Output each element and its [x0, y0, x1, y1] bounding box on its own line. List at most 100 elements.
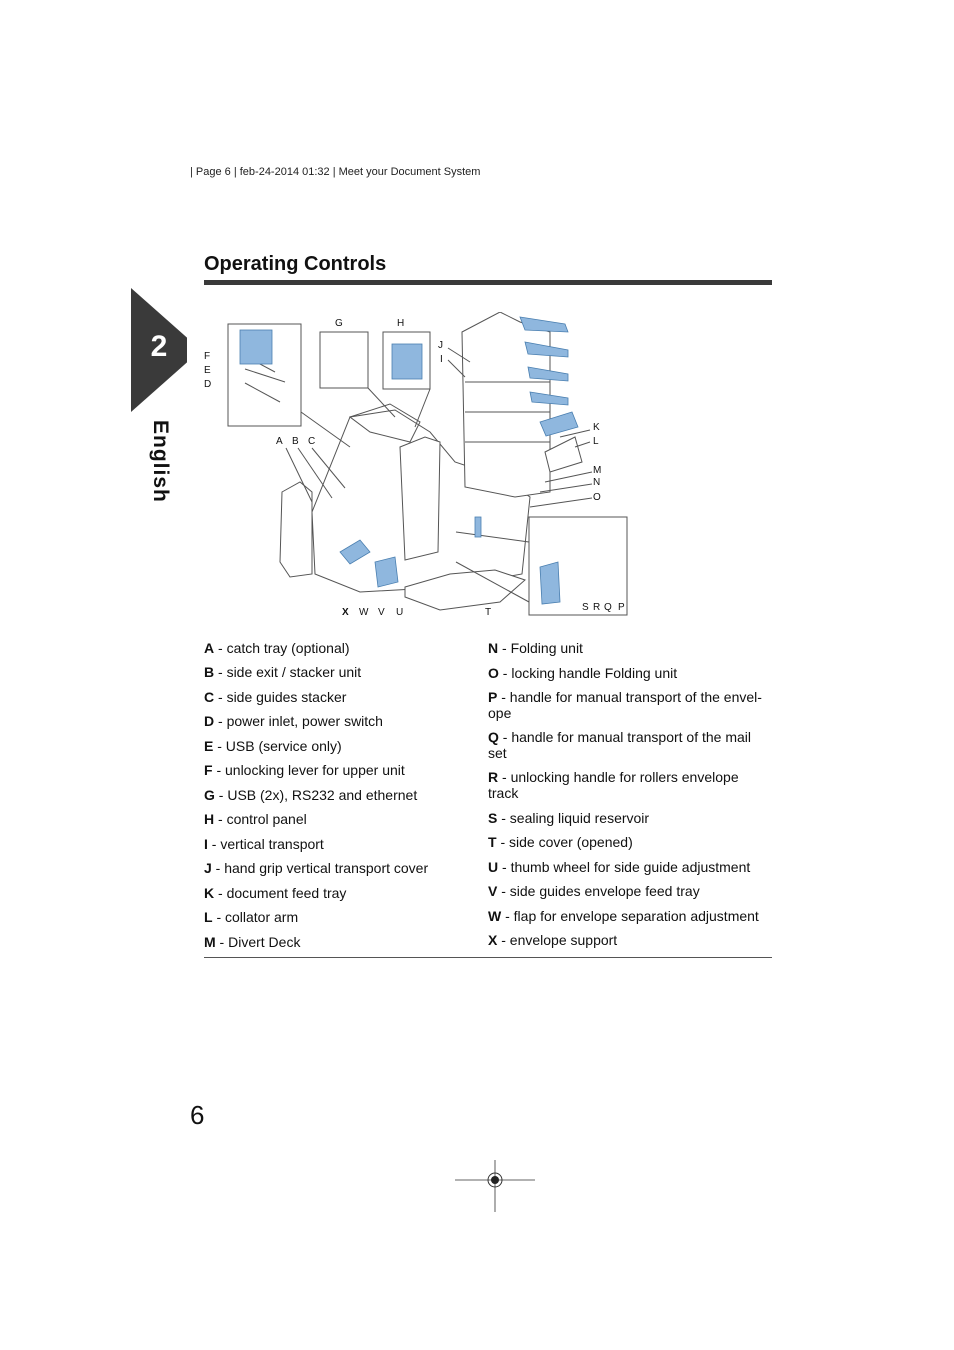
chapter-number: 2	[150, 330, 168, 363]
legend-description: - catch tray (optional)	[214, 640, 350, 656]
legend-letter: Q	[488, 729, 499, 745]
legend-item-f: F - unlocking lever for upper unit	[204, 762, 484, 778]
legend-letter: E	[204, 738, 214, 754]
legend-description: - USB (service only)	[213, 738, 342, 754]
legend-item-j: J - hand grip vertical transport cover	[204, 860, 484, 876]
callout-h: H	[397, 318, 404, 329]
highlight-feed-trays	[519, 316, 579, 437]
legend-description: - envelope support	[497, 932, 618, 948]
legend-item-a: A - catch tray (optional)	[204, 640, 484, 656]
legend-letter: O	[488, 665, 499, 681]
legend-item-t: T - side cover (opened)	[488, 834, 768, 850]
divert-deck	[544, 436, 583, 473]
callout-t: T	[485, 607, 491, 618]
legend-description: - side exit / stacker unit	[214, 664, 362, 680]
vertical-transport-tower	[461, 312, 551, 498]
legend-description: - hand grip vertical transport cover	[211, 860, 429, 876]
catch-tray	[279, 481, 313, 578]
legend-item-g: G - USB (2x), RS232 and ethernet	[204, 787, 484, 803]
legend-letter: U	[488, 859, 499, 875]
legend-item-w: W - flap for envelope separation adjustm…	[488, 908, 768, 924]
legend-item-o: O - locking handle Folding unit	[488, 665, 768, 681]
callout-u: U	[396, 607, 403, 618]
legend-letter: B	[204, 664, 215, 680]
language-label: English	[149, 420, 172, 503]
legend-letter: N	[488, 640, 499, 656]
legend-letter: V	[488, 883, 498, 899]
legend-description: - document feed tray	[214, 885, 347, 901]
legend-item-k: K - document feed tray	[204, 885, 484, 901]
callout-q: Q	[604, 602, 612, 613]
legend-item-u: U - thumb wheel for side guide adjustmen…	[488, 859, 768, 875]
legend-letter: I	[204, 836, 208, 852]
callout-g: G	[335, 318, 343, 329]
callout-k: K	[593, 422, 600, 433]
legend-description: - vertical transport	[207, 836, 324, 852]
bottom-rule	[204, 957, 772, 958]
stacker-column	[399, 436, 441, 561]
legend-description: - side cover (opened)	[496, 834, 633, 850]
highlight-folding-handle	[474, 516, 482, 538]
callout-a: A	[276, 436, 283, 447]
legend-letter: F	[204, 762, 213, 778]
legend-item-d: D - power inlet, power switch	[204, 713, 484, 729]
legend-letter: G	[204, 787, 215, 803]
highlight-envelope-feed	[339, 539, 371, 565]
legend-letter: P	[488, 689, 498, 705]
legend-letter: S	[488, 810, 498, 826]
legend-item-v: V - side guides envelope feed tray	[488, 883, 768, 899]
callout-r: R	[593, 602, 600, 613]
callout-d: D	[204, 379, 211, 390]
legend-item-s: S - sealing liquid reservoir	[488, 810, 768, 826]
legend-description: - power inlet, power switch	[214, 713, 383, 729]
legend-item-c: C - side guides stacker	[204, 689, 484, 705]
legend-description: - Divert Deck	[215, 934, 301, 950]
callout-x: X	[342, 607, 349, 618]
callout-o: O	[593, 492, 601, 503]
legend-letter: H	[204, 811, 215, 827]
callout-e: E	[204, 365, 211, 376]
legend-letter: C	[204, 689, 215, 705]
legend-item-r: R - unlocking handle for rollers envelop…	[488, 769, 768, 801]
legend-description: - unlocking handle for rollers envelope …	[488, 769, 739, 801]
callout-b: B	[292, 436, 299, 447]
legend-letter: A	[204, 640, 215, 656]
inset-connectors	[319, 331, 369, 389]
registration-mark-icon	[455, 1160, 535, 1212]
callout-j: J	[438, 340, 443, 351]
callout-f: F	[204, 351, 210, 362]
legend-item-e: E - USB (service only)	[204, 738, 484, 754]
legend-description: - Folding unit	[498, 640, 583, 656]
legend-description: - flap for envelope separation adjustmen…	[501, 908, 759, 924]
inserter-top	[348, 403, 421, 443]
callout-v: V	[378, 607, 385, 618]
callout-i: I	[440, 354, 443, 365]
callout-n: N	[593, 477, 600, 488]
legend-description: - sealing liquid reservoir	[497, 810, 650, 826]
legend-description: - locking handle Folding unit	[498, 665, 678, 681]
side-cover-panel	[404, 569, 526, 611]
legend-description: - USB (2x), RS232 and ethernet	[214, 787, 418, 803]
legend-item-b: B - side exit / stacker unit	[204, 664, 484, 680]
legend-item-q: Q - handle for manual transport of the m…	[488, 729, 768, 761]
legend-letter: R	[488, 769, 499, 785]
callout-p: P	[618, 602, 625, 613]
highlight-side-guides	[374, 556, 399, 588]
highlight-reservoir	[539, 561, 561, 605]
legend-letter: X	[488, 932, 498, 948]
legend-item-n: N - Folding unit	[488, 640, 768, 656]
legend-description: - control panel	[214, 811, 307, 827]
legend-item-l: L - collator arm	[204, 909, 484, 925]
title-rule	[204, 280, 772, 285]
legend-letter: T	[488, 834, 497, 850]
page-number: 6	[190, 1100, 205, 1130]
callout-s: S	[582, 602, 589, 613]
machine-diagram: F E D G H J I A B C K L M N O X W V U T …	[204, 312, 628, 618]
legend-description: - side guides stacker	[214, 689, 347, 705]
running-header: | Page 6 | feb-24-2014 01:32 | Meet your…	[190, 166, 481, 178]
legend-letter: L	[204, 909, 213, 925]
highlight-unlock-lever	[239, 329, 273, 365]
legend-letter: W	[488, 908, 502, 924]
callout-l: L	[593, 436, 599, 447]
legend-item-m: M - Divert Deck	[204, 934, 484, 950]
